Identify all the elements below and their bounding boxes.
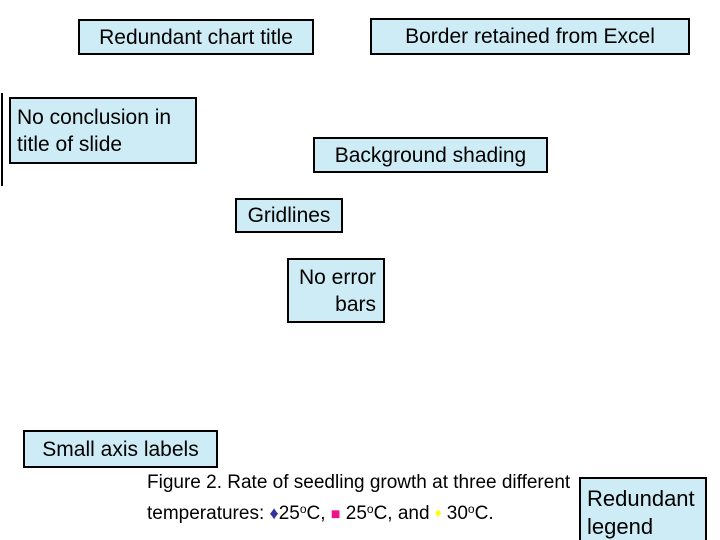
callout-label: Small axis labels <box>42 437 199 461</box>
callout-small-axis-labels: Small axis labels <box>23 430 218 468</box>
left-edge-axis-line <box>1 93 3 186</box>
callout-no-error-bars: No error bars <box>287 258 385 323</box>
callout-label: Background shading <box>334 143 527 167</box>
callout-label: Redundant chart title <box>99 25 293 49</box>
callout-label: No conclusion in title of slide <box>17 105 172 156</box>
figure-caption-line2: temperatures: ♦25oC, ■ 25oC, and ♦ 30oC. <box>147 496 570 528</box>
callout-label: Redundant legend <box>587 486 695 539</box>
callout-redundant-chart-title: Redundant chart title <box>78 19 314 55</box>
callout-border-retained: Border retained from Excel <box>370 18 690 55</box>
callout-label: No error bars <box>298 265 376 316</box>
figure-caption-line1: Figure 2. Rate of seedling growth at thr… <box>147 472 571 493</box>
degree-symbol: o <box>467 502 475 516</box>
callout-label: Border retained from Excel <box>405 25 655 48</box>
callout-gridlines: Gridlines <box>235 198 343 233</box>
callout-redundant-legend: Redundant legend <box>579 477 707 540</box>
figure-caption: Figure 2. Rate of seedling growth at thr… <box>147 469 570 528</box>
callout-no-conclusion: No conclusion in title of slide <box>9 97 197 164</box>
series3-diamond-marker-icon: ♦ <box>434 505 442 520</box>
callout-label: Gridlines <box>247 204 331 227</box>
series2-square-marker-icon: ■ <box>330 506 341 523</box>
degree-symbol: o <box>366 502 374 516</box>
degree-symbol: o <box>299 502 307 516</box>
series1-diamond-marker-icon: ♦ <box>269 503 279 523</box>
callout-background-shading: Background shading <box>313 137 548 173</box>
